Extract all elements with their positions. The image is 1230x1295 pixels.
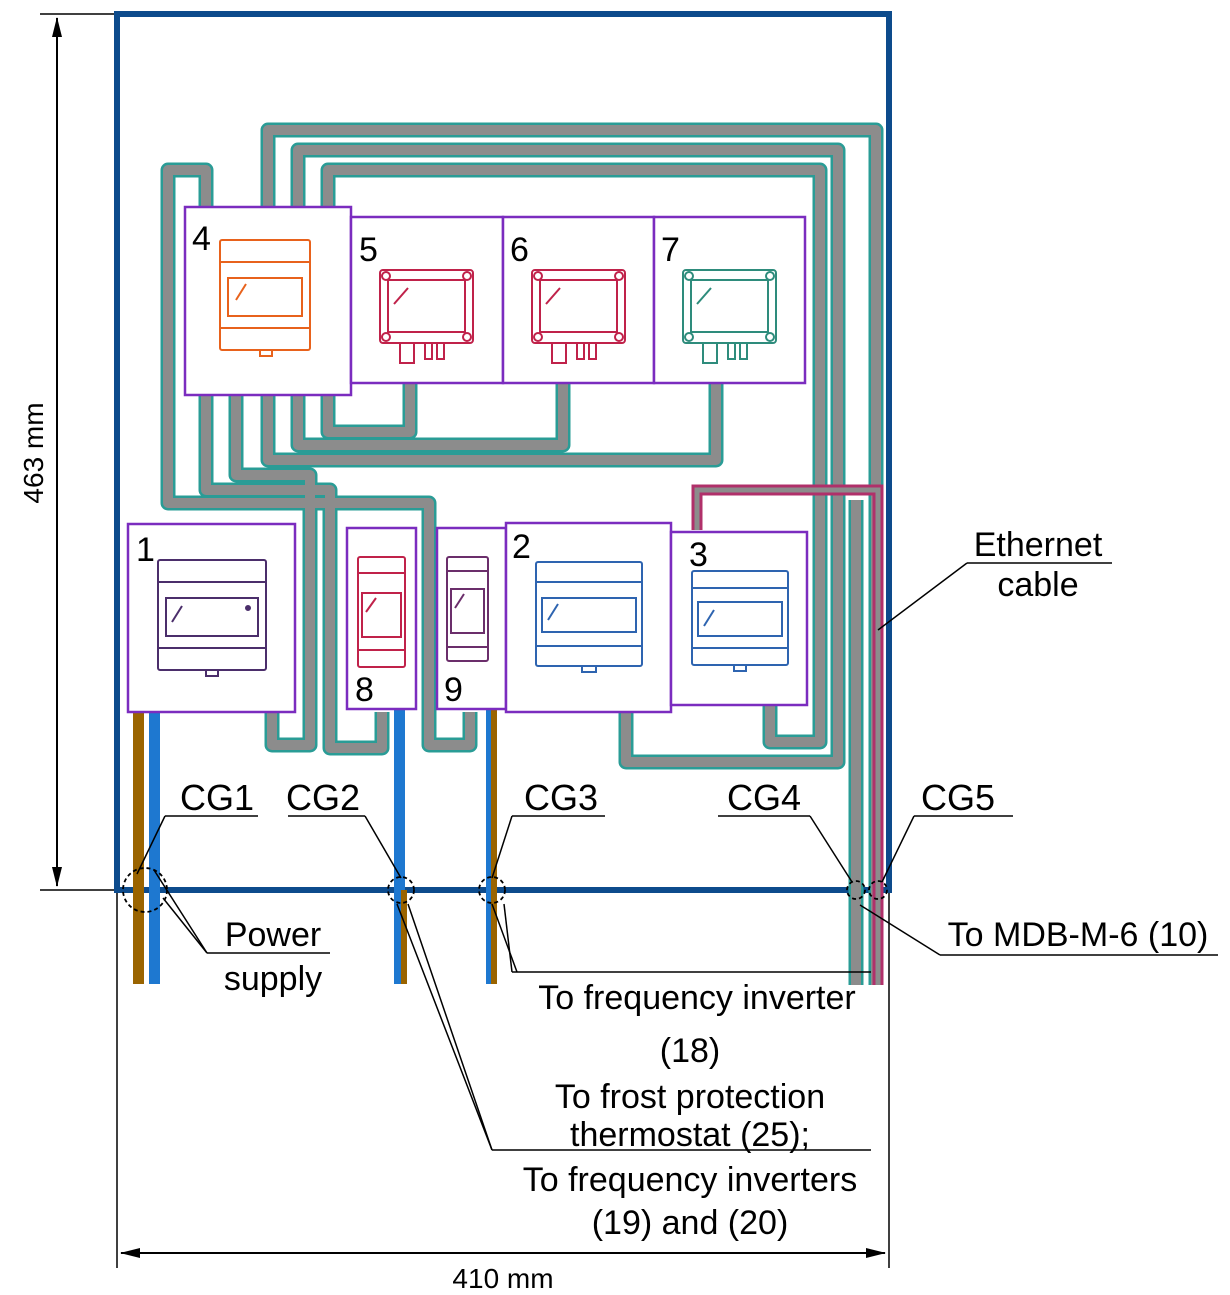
pressure-sensor-icon — [531, 269, 626, 364]
cable-gland-cg2 — [387, 876, 415, 904]
device-number-9: 9 — [444, 671, 463, 709]
inverter18-label-line2: (18) — [660, 1032, 720, 1070]
leader-lines — [136, 562, 1218, 1151]
ethernet-cable — [691, 484, 884, 985]
ethernet-label-line1: Ethernet — [974, 526, 1103, 564]
device-6-frame — [501, 215, 656, 385]
pressure-sensor-icon — [379, 269, 474, 364]
device-number-6: 6 — [510, 231, 529, 269]
relay-module-icon — [446, 556, 489, 662]
power-supply-label-line1: Power — [225, 916, 321, 954]
cg5-label: CG5 — [921, 777, 995, 818]
cg3-label: CG3 — [524, 777, 598, 818]
frost-label-line4: (19) and (20) — [592, 1204, 789, 1242]
device-number-2: 2 — [512, 528, 531, 566]
device-number-3: 3 — [689, 536, 708, 574]
device-9-frame — [435, 526, 508, 711]
device-number-8: 8 — [355, 671, 374, 709]
power-wires — [133, 707, 497, 984]
din-module-icon — [535, 561, 643, 673]
cg1-label: CG1 — [180, 777, 254, 818]
cg4-label: CG4 — [727, 777, 801, 818]
cg2-label: CG2 — [286, 777, 360, 818]
pressure-sensor-icon — [682, 269, 777, 364]
device-3-frame — [669, 530, 809, 707]
frost-label-line1: To frost protection — [555, 1078, 825, 1116]
din-module-icon — [691, 570, 789, 672]
mdb-label: To MDB-M-6 (10) — [948, 916, 1209, 954]
device-number-7: 7 — [661, 231, 680, 269]
din-module-icon — [157, 559, 267, 677]
cable-gland-cg5 — [868, 880, 888, 900]
height-dimension-label: 463 mm — [18, 402, 49, 503]
frost-label-line3: To frequency inverters — [523, 1161, 858, 1199]
device-number-4: 4 — [192, 220, 211, 258]
inverter18-label-line1: To frequency inverter — [538, 979, 856, 1017]
frost-label-line2: thermostat (25); — [570, 1116, 810, 1154]
cable-gland-cg3 — [478, 876, 506, 904]
device-7-frame — [652, 215, 807, 385]
device-5-frame — [349, 215, 505, 385]
device-frames — [126, 205, 809, 714]
power-supply-label-line2: supply — [224, 960, 322, 998]
cable-gland-cg4 — [846, 880, 866, 900]
height-dimension: 463 mm — [18, 13, 115, 891]
ethernet-label-line2: cable — [997, 566, 1078, 604]
device-number-1: 1 — [136, 531, 155, 569]
din-module-icon — [219, 239, 311, 357]
width-dimension: 410 mm — [116, 893, 890, 1294]
enclosure-outline — [114, 11, 892, 893]
internal-cables — [160, 122, 884, 985]
relay-module-icon — [357, 556, 406, 668]
device-number-5: 5 — [359, 231, 378, 269]
width-dimension-label: 410 mm — [452, 1263, 553, 1294]
device-1-frame — [126, 522, 297, 714]
